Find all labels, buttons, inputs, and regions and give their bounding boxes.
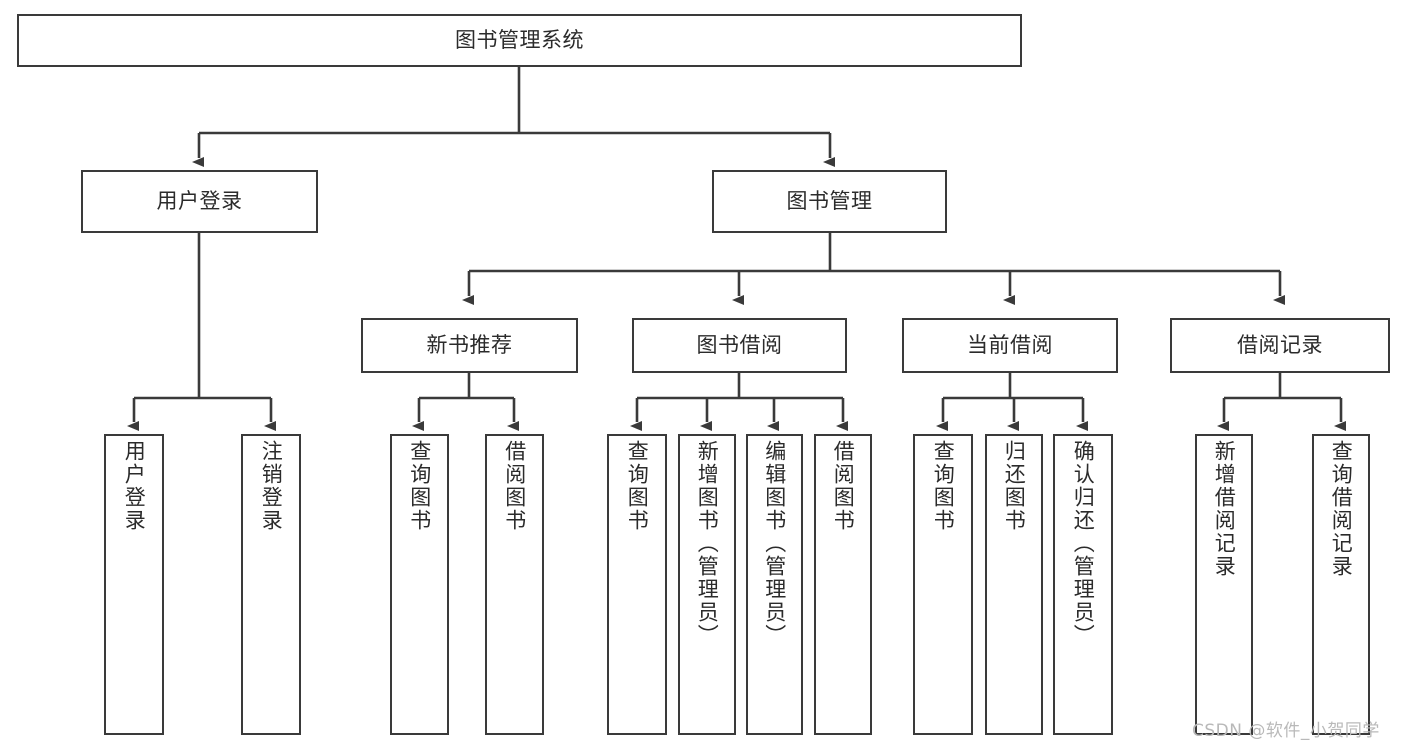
leaf-add-book-admin[interactable]: 新增图书（管理员）	[678, 434, 736, 735]
node-book-management[interactable]: 图书管理	[712, 170, 947, 233]
leaf-search-book-borrow[interactable]: 查询图书	[607, 434, 667, 735]
node-book-management-label: 图书管理	[786, 189, 873, 214]
node-new-book-recommend[interactable]: 新书推荐	[361, 318, 578, 373]
node-book-borrow[interactable]: 图书借阅	[632, 318, 847, 373]
leaf-edit-book-admin[interactable]: 编辑图书（管理员）	[746, 434, 803, 735]
leaf-logout[interactable]: 注销登录	[241, 434, 301, 735]
node-user-login[interactable]: 用户登录	[81, 170, 318, 233]
leaf-add-borrow-record[interactable]: 新增借阅记录	[1195, 434, 1253, 735]
node-borrow-record[interactable]: 借阅记录	[1170, 318, 1390, 373]
leaf-return-book[interactable]: 归还图书	[985, 434, 1043, 735]
leaf-user-login-label: 用户登录	[122, 440, 147, 532]
leaf-add-borrow-record-label: 新增借阅记录	[1212, 440, 1237, 578]
leaf-edit-book-admin-label: 编辑图书（管理员）	[762, 440, 787, 647]
leaf-search-book-recommend-label: 查询图书	[407, 440, 432, 532]
leaf-add-book-admin-label: 新增图书（管理员）	[695, 440, 720, 647]
leaf-borrow-book-recommend[interactable]: 借阅图书	[485, 434, 544, 735]
node-book-borrow-label: 图书借阅	[696, 333, 783, 358]
leaf-search-book-recommend[interactable]: 查询图书	[390, 434, 449, 735]
node-user-login-label: 用户登录	[156, 189, 243, 214]
csdn-watermark: CSDN @软件_小贺同学	[1192, 721, 1380, 741]
leaf-confirm-return-admin[interactable]: 确认归还（管理员）	[1053, 434, 1113, 735]
node-current-borrow-label: 当前借阅	[967, 333, 1053, 358]
leaf-borrow-book[interactable]: 借阅图书	[814, 434, 872, 735]
leaf-search-book-current-label: 查询图书	[931, 440, 956, 532]
leaf-search-borrow-record[interactable]: 查询借阅记录	[1312, 434, 1370, 735]
leaf-return-book-label: 归还图书	[1002, 440, 1027, 532]
node-root-label: 图书管理系统	[455, 28, 584, 53]
leaf-confirm-return-admin-label: 确认归还（管理员）	[1071, 440, 1096, 647]
leaf-search-borrow-record-label: 查询借阅记录	[1329, 440, 1354, 578]
node-borrow-record-label: 借阅记录	[1237, 333, 1323, 358]
node-current-borrow[interactable]: 当前借阅	[902, 318, 1118, 373]
node-new-book-recommend-label: 新书推荐	[426, 333, 513, 358]
leaf-search-book-borrow-label: 查询图书	[625, 440, 650, 532]
leaf-user-login[interactable]: 用户登录	[104, 434, 164, 735]
leaf-logout-label: 注销登录	[259, 440, 284, 532]
leaf-borrow-book-recommend-label: 借阅图书	[502, 440, 527, 532]
leaf-borrow-book-label: 借阅图书	[831, 440, 856, 532]
node-root[interactable]: 图书管理系统	[17, 14, 1022, 67]
leaf-search-book-current[interactable]: 查询图书	[913, 434, 973, 735]
